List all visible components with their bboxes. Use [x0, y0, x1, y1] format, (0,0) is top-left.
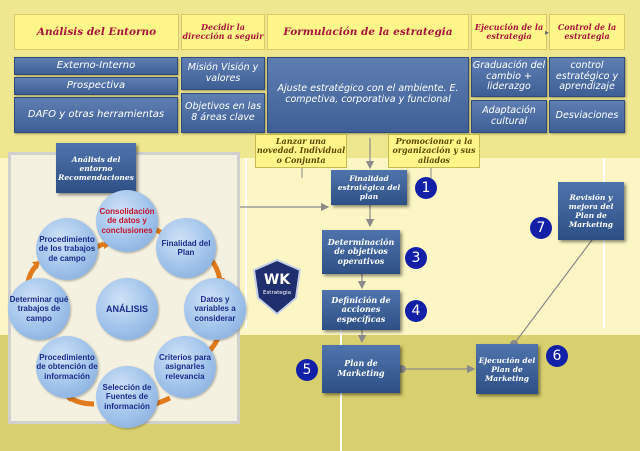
formulacion-ajuste: Ajuste estratégico con el ambiente. E. c… [267, 57, 469, 133]
header-arrow-icon: ▸ [545, 28, 550, 37]
header-formulacion: Formulación de la estrategia [267, 14, 469, 50]
step-number-4: 4 [405, 300, 427, 322]
flow-definicion: Definición de acciones específicas [322, 290, 400, 330]
step-number-6: 6 [546, 345, 568, 367]
decidir-item-mision: Misión Visión y valores [181, 57, 265, 90]
header-analisis: Análisis del Entorno [14, 14, 179, 50]
cycle-node-obtencion: Procedimiento de obtención de informació… [36, 336, 98, 398]
flow-plan: Plan de Marketing [322, 345, 400, 393]
cycle-node-trabajos: Procedimiento de los trabajos de campo [36, 218, 98, 280]
ejecucion-item-adaptacion: Adaptación cultural [471, 100, 547, 133]
ejecucion-item-graduacion: Graduación del cambio + liderazgo [471, 57, 547, 97]
note-promocionar: Promocionar a la organización y sus alia… [388, 134, 480, 168]
control-item-aprendizaje: control estratégico y aprendizaje [549, 57, 625, 97]
cycle-node-datos: Datos y variables a considerar [184, 278, 246, 340]
logo-shield: WK Estrategia [252, 258, 302, 316]
note-lanzar: Lanzar una novedad. Individual o Conjunt… [255, 134, 347, 168]
analisis-item-prospectiva: Prospectiva [14, 77, 178, 95]
control-item-desviaciones: Desviaciones [549, 100, 625, 133]
header-ejecucion: Ejecución de la estrategia [471, 14, 547, 50]
cycle-node-consolidacion: Consolidación de datos y conclusiones [96, 190, 158, 252]
step-number-7: 7 [530, 217, 552, 239]
step-number-1: 1 [415, 177, 437, 199]
analisis-item-externo: Externo-Interno [14, 57, 178, 75]
flow-determinacion: Determinación de objetivos operativos [322, 230, 400, 274]
logo-subtitle: Estrategia [262, 290, 292, 296]
frame-lines [245, 158, 605, 328]
step-number-5: 5 [296, 359, 318, 381]
logo-letters: WK [263, 272, 291, 288]
cycle-node-finalidad: Finalidad del Plan [156, 218, 216, 278]
flow-ejecucion-plan: Ejecución del Plan de Marketing [476, 344, 538, 394]
analisis-item-dafo: DAFO y otras herramientas [14, 97, 178, 133]
step-number-3: 3 [405, 247, 427, 269]
cycle-node-seleccion: Selección de Fuentes de información [96, 366, 158, 428]
cycle-node-determinar: Determinar qué trabajos de campo [8, 278, 70, 340]
cycle-node-criterios: Criterios para asignarles relevancia [154, 336, 216, 398]
flow-finalidad: Finalidad estratégica del plan [331, 170, 407, 205]
decidir-item-objetivos: Objetivos en las 8 áreas clave [181, 93, 265, 133]
flow-entorno: Análisis del entorno Recomendaciones [56, 143, 136, 193]
flow-revision: Revisión y mejora del Plan de Marketing [558, 182, 624, 240]
header-control: Control de la estrategia [549, 14, 625, 50]
header-decidir: Decidir la dirección a seguir [181, 14, 265, 50]
cycle-node-analisis: ANÁLISIS [96, 278, 158, 340]
